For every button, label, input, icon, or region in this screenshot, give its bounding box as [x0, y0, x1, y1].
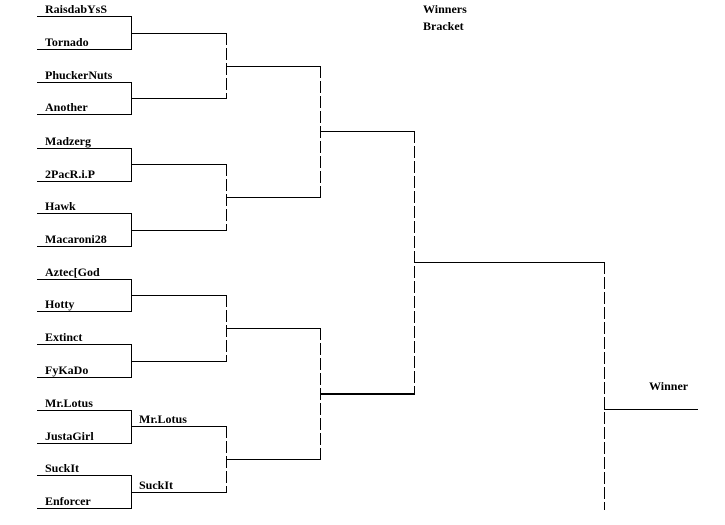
player-slot-3: PhuckerNuts: [45, 68, 113, 82]
final-connector: [604, 262, 605, 510]
round2-slot-8: SuckIt: [139, 478, 174, 492]
round4-line: [320, 393, 414, 395]
round3-line: [226, 66, 320, 67]
player-slot-14: JustaGirl: [45, 429, 94, 443]
player-line: [37, 16, 131, 17]
round3-line: [226, 459, 320, 460]
player-slot-10: Hotty: [45, 297, 75, 311]
round3-line: [226, 197, 320, 198]
match-connector: [131, 148, 132, 182]
player-line: [37, 114, 131, 115]
player-line: [37, 49, 131, 50]
round2-line: [131, 230, 226, 231]
player-line: [37, 213, 131, 214]
player-slot-13: Mr.Lotus: [45, 396, 93, 410]
player-slot-11: Extinct: [45, 330, 83, 344]
player-line: [37, 508, 131, 509]
player-line: [37, 279, 131, 280]
winner-line: [604, 409, 698, 410]
round2-line: [131, 426, 226, 427]
round3-line: [226, 328, 320, 329]
player-line: [37, 475, 131, 476]
bracket-title-line1: Winners: [423, 2, 467, 16]
round4-line: [320, 131, 414, 132]
player-line: [37, 377, 131, 378]
player-slot-7: Hawk: [45, 199, 76, 213]
player-slot-1: RaisdabYsS: [45, 2, 108, 16]
player-line: [37, 246, 131, 247]
final-line: [414, 262, 604, 263]
round2-slot-7: Mr.Lotus: [139, 412, 187, 426]
round2-line: [131, 98, 226, 99]
winner-label: Winner: [649, 379, 689, 393]
player-line: [37, 344, 131, 345]
player-slot-4: Another: [45, 100, 88, 114]
player-slot-15: SuckIt: [45, 461, 80, 475]
player-slot-5: Madzerg: [45, 134, 91, 148]
round2-line: [131, 164, 226, 165]
player-line: [37, 443, 131, 444]
player-slot-2: Tornado: [45, 35, 89, 49]
round2-line: [131, 492, 226, 493]
round2-line: [131, 33, 226, 34]
player-line: [37, 410, 131, 411]
player-line: [37, 148, 131, 149]
match-connector: [414, 131, 415, 395]
round2-line: [131, 295, 226, 296]
player-slot-8: Macaroni28: [45, 232, 107, 246]
player-line: [37, 82, 131, 83]
player-slot-9: Aztec[God: [45, 265, 100, 279]
player-line: [37, 311, 131, 312]
match-connector: [131, 410, 132, 444]
player-slot-6: 2PacR.i.P: [45, 167, 95, 181]
player-slot-12: FyKaDo: [45, 363, 89, 377]
player-slot-16: Enforcer: [45, 494, 91, 508]
bracket-title-line2: Bracket: [423, 19, 464, 33]
round2-line: [131, 361, 226, 362]
match-connector: [320, 66, 321, 198]
player-line: [37, 181, 131, 182]
